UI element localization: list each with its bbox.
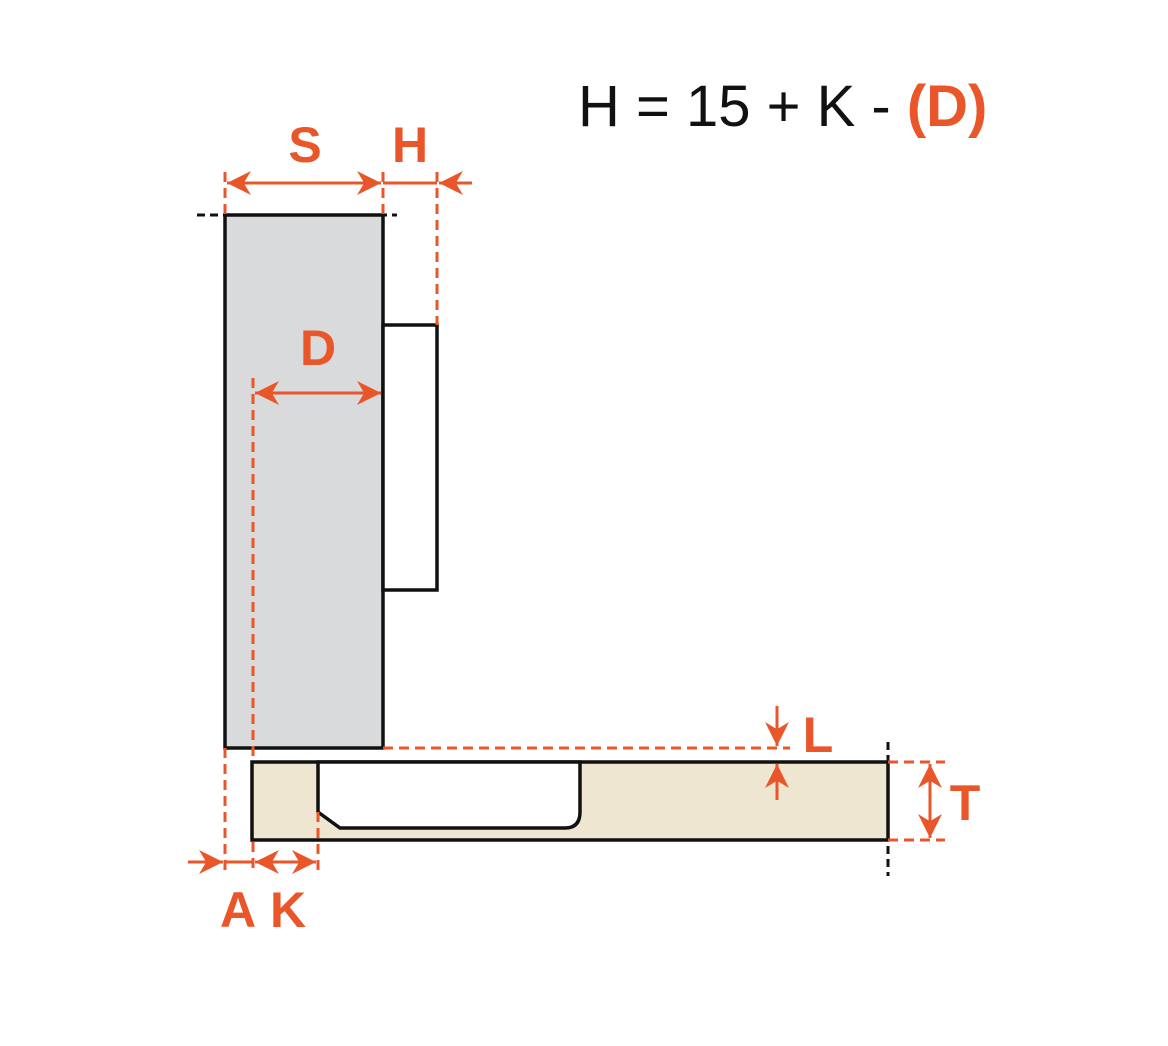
label-s: S: [288, 117, 321, 173]
label-t: T: [950, 775, 981, 831]
formula: H = 15 + K - (D): [578, 74, 987, 139]
label-k: K: [270, 882, 306, 938]
label-a: A: [220, 882, 256, 938]
door-panel: [223, 213, 385, 750]
hinge-cup: [381, 323, 439, 592]
label-h: H: [392, 117, 428, 173]
cup-bore-cutout: [316, 760, 582, 830]
label-d: D: [300, 320, 336, 376]
label-l: L: [803, 707, 834, 763]
